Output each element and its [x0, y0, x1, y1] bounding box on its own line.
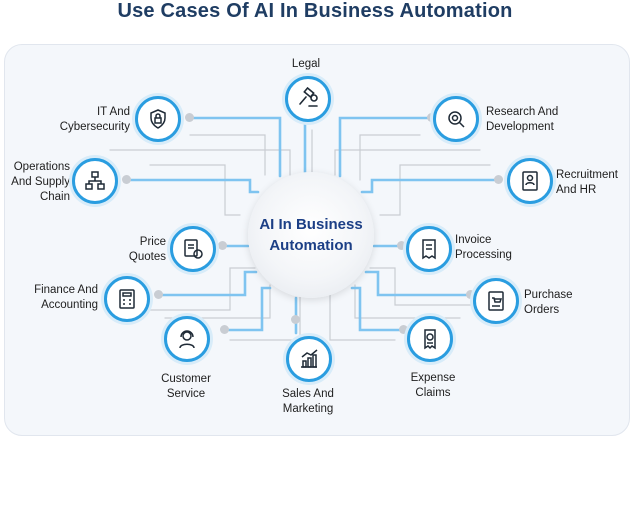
finance-accounting-label: Finance And Accounting: [34, 284, 98, 311]
junction-dot: [397, 241, 406, 250]
growth-chart-icon: [301, 349, 318, 368]
operations-supply-chain-label: Operations And Supply Chain: [11, 161, 70, 203]
shield-lock-icon: [150, 109, 166, 129]
purchase-orders-node: [473, 278, 519, 324]
junction-dot: [291, 315, 300, 324]
hub-label: AI In Business Automation: [259, 216, 363, 254]
central-hub: AI In Business Automation: [248, 172, 374, 298]
invoice-processing-label: Invoice Processing: [455, 234, 512, 261]
junction-dot: [218, 241, 227, 250]
research-gear-icon: [448, 111, 465, 128]
purchase-order-icon: [488, 291, 504, 311]
invoice-icon: [422, 239, 436, 260]
it-cybersecurity-label: IT And Cybersecurity: [59, 106, 130, 133]
headset-agent-icon: [179, 330, 195, 349]
junction-dot: [185, 113, 194, 122]
gavel-icon: [299, 87, 318, 107]
junction-dot: [427, 113, 436, 122]
operations-supply-chain-node: [72, 158, 118, 204]
supply-chain-icon: [85, 171, 105, 190]
junction-dot: [399, 325, 408, 334]
resume-icon: [522, 171, 538, 191]
sales-marketing-node: [286, 336, 332, 382]
expense-claims-node: [407, 316, 453, 362]
page-title: Use Cases Of AI In Business Automation: [117, 0, 513, 22]
customer-service-label: Customer Service: [161, 373, 211, 400]
expense-claims-label: Expense Claims: [410, 372, 456, 399]
finance-accounting-node: [104, 276, 150, 322]
legal-node: [285, 76, 331, 122]
receipt-icon: [424, 329, 436, 350]
legal-label: Legal: [291, 58, 321, 70]
recruitment-hr-label: Recruitment And HR: [556, 169, 618, 196]
purchase-orders-label: Purchase Orders: [524, 289, 573, 316]
research-development-label: Research And Development: [486, 106, 559, 133]
research-development-node: [433, 96, 479, 142]
junction-dot: [494, 175, 503, 184]
recruitment-hr-node: [507, 158, 553, 204]
junction-dot: [466, 290, 475, 299]
invoice-processing-node: [406, 226, 452, 272]
calculator-icon: [119, 289, 135, 309]
junction-dot: [220, 325, 229, 334]
it-cybersecurity-node: [135, 96, 181, 142]
price-quote-icon: [184, 239, 203, 259]
price-quotes-label: Price Quotes: [128, 236, 166, 263]
customer-service-node: [164, 316, 210, 362]
sales-marketing-label: Sales And Marketing: [282, 388, 334, 415]
price-quotes-node: [170, 226, 216, 272]
junction-dot: [122, 175, 131, 184]
junction-dot: [154, 290, 163, 299]
